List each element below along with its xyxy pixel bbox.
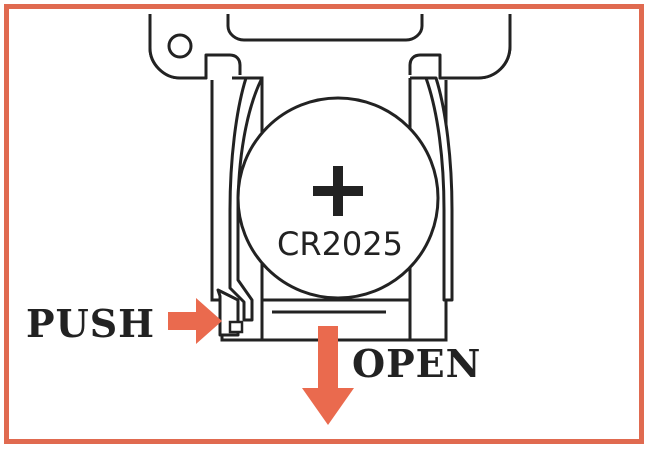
left-clip (228, 76, 264, 322)
screw-hole (167, 33, 193, 59)
open-label: OPEN (352, 341, 482, 386)
outer-frame (4, 4, 644, 444)
arrow-down-icon (302, 326, 354, 425)
arrow-right-icon (168, 298, 222, 344)
battery-model-label: CR2025 (276, 225, 403, 263)
push-label: PUSH (26, 301, 156, 346)
device-top-window (226, 14, 424, 42)
latch-button[interactable] (228, 320, 244, 334)
right-clip (410, 76, 454, 302)
plus-polarity-icon (313, 166, 363, 216)
